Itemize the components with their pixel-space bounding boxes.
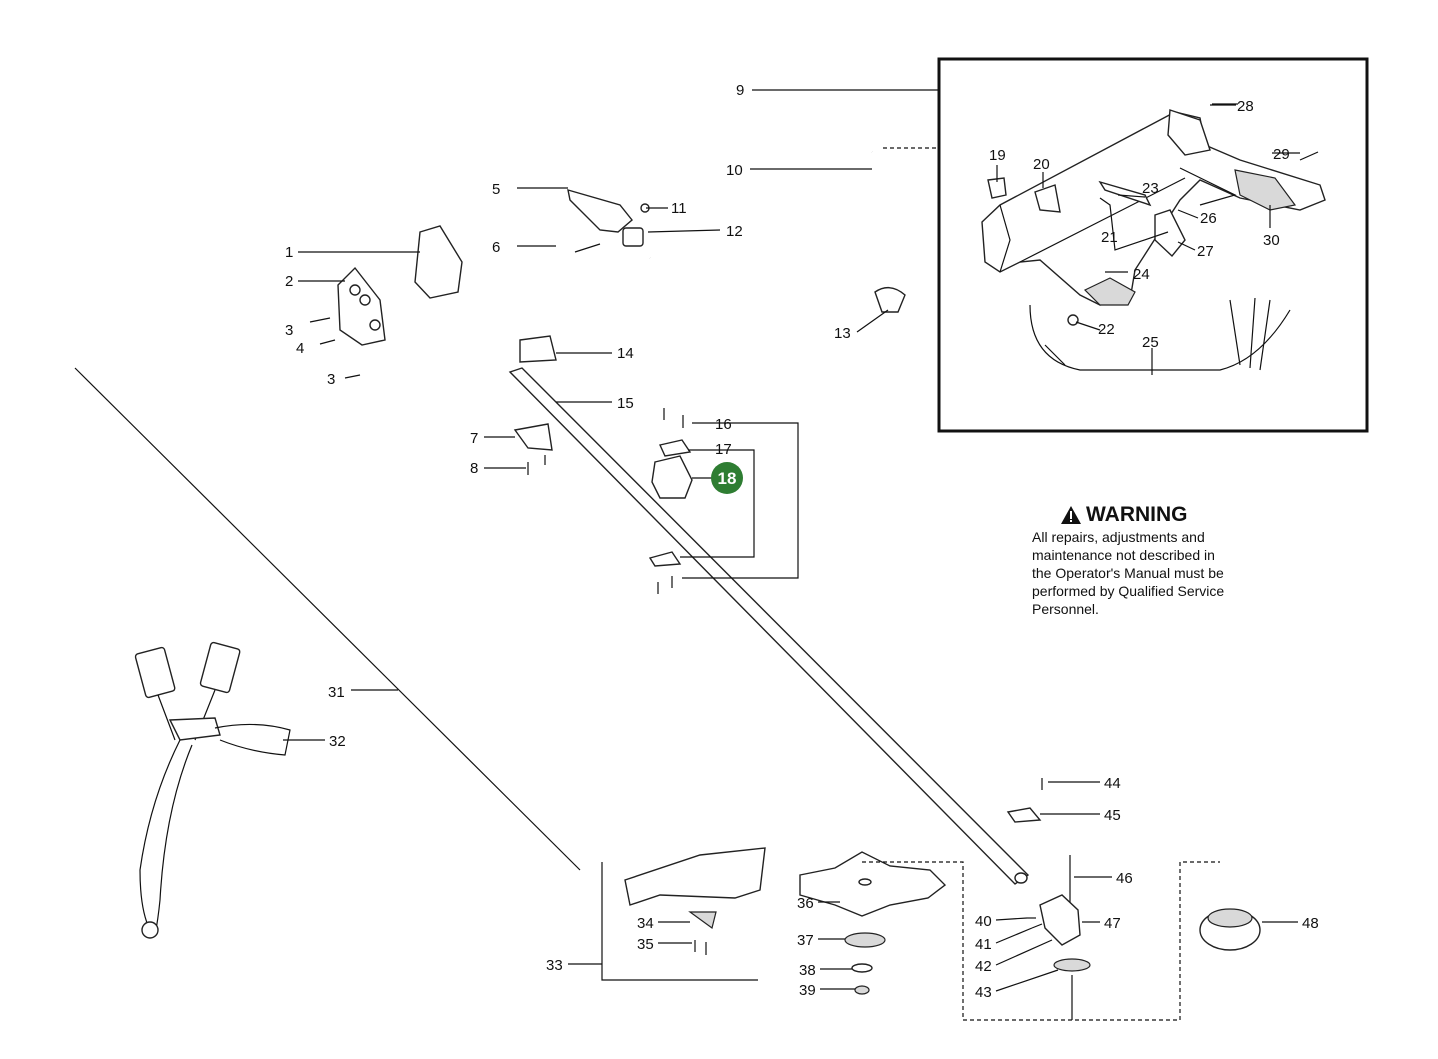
harness-drawing (134, 641, 291, 939)
callout-17: 17 (715, 441, 732, 458)
callout-21: 21 (1101, 229, 1118, 246)
callout-14: 14 (617, 345, 634, 362)
callout-37: 37 (797, 932, 814, 949)
handle-assembly-inset (937, 57, 1369, 433)
callout-15: 15 (617, 395, 634, 412)
callout-41: 41 (975, 936, 992, 953)
callout-2: 2 (285, 273, 293, 290)
callout-35: 35 (637, 936, 654, 953)
callout-13: 13 (834, 325, 851, 342)
callout-43: 43 (975, 984, 992, 1001)
callout-48: 48 (1302, 915, 1319, 932)
callout-44: 44 (1104, 775, 1121, 792)
warning-notice: WARNING All repairs, adjustments and mai… (1032, 503, 1292, 618)
callout-42: 42 (975, 958, 992, 975)
callout-6: 6 (492, 239, 500, 256)
warning-triangle-icon (1061, 506, 1081, 524)
callout-1: 1 (285, 244, 293, 261)
warning-title-text: WARNING (1086, 503, 1188, 526)
callout-23: 23 (1142, 180, 1159, 197)
callout-27: 27 (1197, 243, 1214, 260)
callout-labels: 1 2 3 4 3 5 6 7 8 9 10 11 12 13 14 15 16… (285, 82, 1319, 1001)
callout-19: 19 (989, 147, 1006, 164)
warning-text: All repairs, adjustments and maintenance… (1032, 529, 1225, 617)
callout-47: 47 (1104, 915, 1121, 932)
callout-3: 3 (285, 322, 293, 339)
callout-12: 12 (726, 223, 743, 240)
callout-46: 46 (1116, 870, 1133, 887)
callout-36: 36 (797, 895, 814, 912)
callout-16: 16 (715, 416, 732, 433)
callout-5: 5 (492, 181, 500, 198)
callout-25: 25 (1142, 334, 1159, 351)
callout-20: 20 (1033, 156, 1050, 173)
callout-34: 34 (637, 915, 654, 932)
callout-22: 22 (1098, 321, 1115, 338)
callout-26: 26 (1200, 210, 1217, 227)
warning-title: WARNING (1060, 503, 1292, 527)
callout-30: 30 (1263, 232, 1280, 249)
callout-4: 4 (296, 340, 304, 357)
callout-24: 24 (1133, 266, 1150, 283)
callout-18: 18 (718, 469, 737, 488)
callout-29: 29 (1273, 146, 1290, 163)
callout-40: 40 (975, 913, 992, 930)
callout-10: 10 (726, 162, 743, 179)
callout-31: 31 (328, 684, 345, 701)
callout-3-second: 3 (327, 371, 335, 388)
callout-11: 11 (671, 200, 687, 217)
leader-lines (283, 104, 1300, 992)
callout-9: 9 (736, 82, 744, 99)
callout-45: 45 (1104, 807, 1121, 824)
throttle-handle-drawing (981, 103, 1326, 371)
callout-38: 38 (799, 962, 816, 979)
highlighted-part-badge[interactable]: 18 (692, 462, 743, 494)
callout-33: 33 (546, 957, 563, 974)
callout-32: 32 (329, 733, 346, 750)
callout-39: 39 (799, 982, 816, 999)
callout-7: 7 (470, 430, 478, 447)
callout-28: 28 (1237, 98, 1254, 115)
callout-8: 8 (470, 460, 478, 477)
